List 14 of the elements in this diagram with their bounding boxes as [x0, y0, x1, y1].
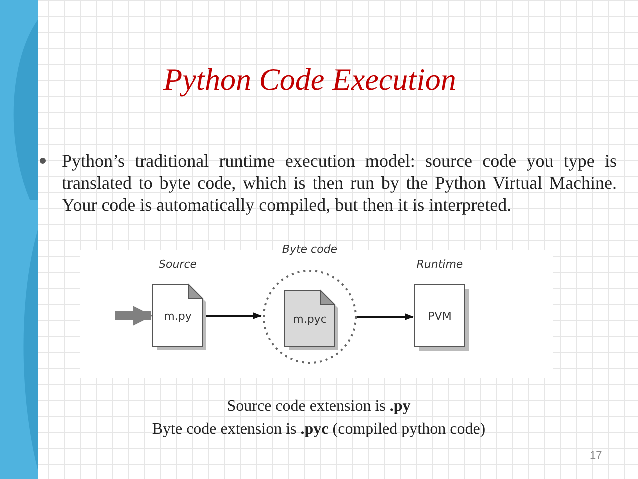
stage-heading: Runtime	[416, 258, 464, 271]
block-arrow	[115, 306, 153, 326]
note-text: Source code extension is .py	[226, 398, 412, 416]
arrow	[357, 313, 414, 321]
stage-heading: Byte code	[281, 243, 339, 256]
arrow	[205, 312, 262, 320]
note-text: Byte code extension is .pyc (compiled python code)	[151, 421, 487, 439]
file-icon	[285, 291, 335, 347]
stage-heading: Source	[158, 258, 198, 271]
page-number: 17	[590, 450, 602, 462]
slide-title: Python Code Execution	[162, 62, 458, 98]
node-label: m.py	[164, 310, 192, 322]
bullet-paragraph: Python’s traditional runtime execution model: source code you type is translated to byte code, which is then run by the Python Virtual Machine. Your code is automatically compiled, but then it is interpreted.	[62, 150, 617, 216]
node-label: m.pyc	[293, 312, 327, 326]
